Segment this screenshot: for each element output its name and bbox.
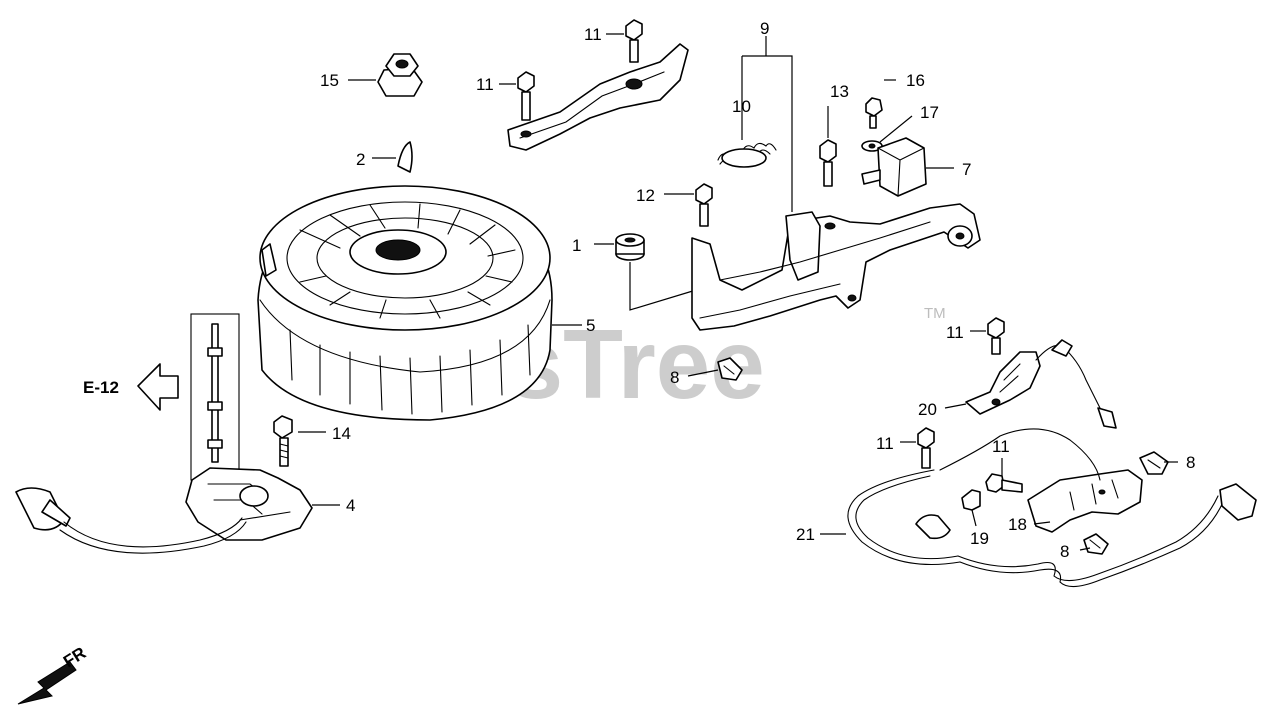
flywheel-part[interactable] (257, 185, 553, 421)
callout-11-side[interactable]: 11 (476, 75, 494, 94)
wire-harness-part[interactable] (847, 428, 1257, 588)
wire-clip-upper-part[interactable] (1139, 451, 1169, 475)
trademark-mark: TM (924, 305, 946, 322)
wire-clip-center-part[interactable] (717, 357, 743, 381)
callout-11-top[interactable]: 11 (584, 25, 602, 44)
horizontal-bolt-part[interactable] (985, 473, 1023, 493)
wire-clip-lower-part[interactable] (1083, 533, 1109, 555)
ground-ring-terminal (1051, 339, 1073, 357)
callout-17[interactable]: 17 (920, 103, 939, 122)
switch-bracket-part[interactable] (1027, 469, 1143, 533)
ground-terminal (1097, 407, 1117, 429)
governor-spring-part[interactable] (717, 142, 777, 168)
callout-1[interactable]: 1 (572, 236, 581, 255)
ignition-coil-part[interactable] (15, 467, 313, 554)
callout-18[interactable]: 18 (1008, 515, 1027, 534)
callout-9[interactable]: 9 (760, 19, 769, 38)
switch-screw-part[interactable] (865, 97, 883, 129)
callout-5[interactable]: 5 (586, 316, 595, 335)
callout-8-lower[interactable]: 8 (1060, 542, 1069, 561)
ground-terminal-part[interactable] (961, 489, 981, 511)
callout-15[interactable]: 15 (320, 71, 339, 90)
ignition-bolt-part[interactable] (273, 415, 293, 467)
callout-21[interactable]: 21 (796, 525, 815, 544)
ground-wire (1035, 344, 1105, 417)
bracket-bolt-part[interactable] (819, 139, 837, 187)
callout-4[interactable]: 4 (346, 496, 355, 515)
air-guide-part[interactable] (507, 43, 689, 151)
callout-11-horizontal[interactable]: 11 (992, 437, 1010, 456)
callout-11-right-upper[interactable]: 11 (946, 323, 964, 342)
callout-14[interactable]: 14 (332, 424, 351, 443)
front-direction-arrow-icon (17, 661, 77, 705)
reference-arrow-icon[interactable] (137, 363, 179, 411)
control-bracket-part[interactable] (691, 203, 981, 331)
control-bolt-part[interactable] (695, 183, 713, 227)
top-bolt-part[interactable] (625, 19, 643, 63)
flange-nut-part[interactable] (377, 53, 423, 97)
callout-12[interactable]: 12 (636, 186, 655, 205)
callout-8-center[interactable]: 8 (670, 368, 679, 387)
callout-16[interactable]: 16 (906, 71, 925, 90)
callout-8-upper[interactable]: 8 (1186, 453, 1195, 472)
switch-washer-part[interactable] (861, 140, 883, 152)
right-lower-bolt-part[interactable] (917, 427, 935, 469)
callout-11-right-lower[interactable]: 11 (876, 434, 894, 453)
woodruff-key-part[interactable] (397, 141, 413, 173)
reference-stud-group (190, 313, 240, 481)
grommet-bracket-link (629, 262, 697, 311)
callout-19[interactable]: 19 (970, 529, 989, 548)
callout-2[interactable]: 2 (356, 150, 365, 169)
right-upper-bolt-part[interactable] (987, 317, 1005, 355)
reference-label[interactable]: E-12 (83, 378, 119, 397)
callout-20[interactable]: 20 (918, 400, 937, 419)
leader-lines (298, 33, 1178, 551)
grommet-part[interactable] (615, 233, 645, 261)
callout-10[interactable]: 10 (732, 97, 751, 116)
callout-7[interactable]: 7 (962, 160, 971, 179)
stop-switch-part[interactable] (861, 137, 927, 197)
callout-13[interactable]: 13 (830, 82, 849, 101)
wire-bracket-part[interactable] (965, 351, 1041, 415)
side-bolt-part[interactable] (517, 71, 535, 121)
callout-labels: 11 11 15 2 1 5 12 8 9 10 13 16 17 7 14 4… (320, 19, 1195, 561)
